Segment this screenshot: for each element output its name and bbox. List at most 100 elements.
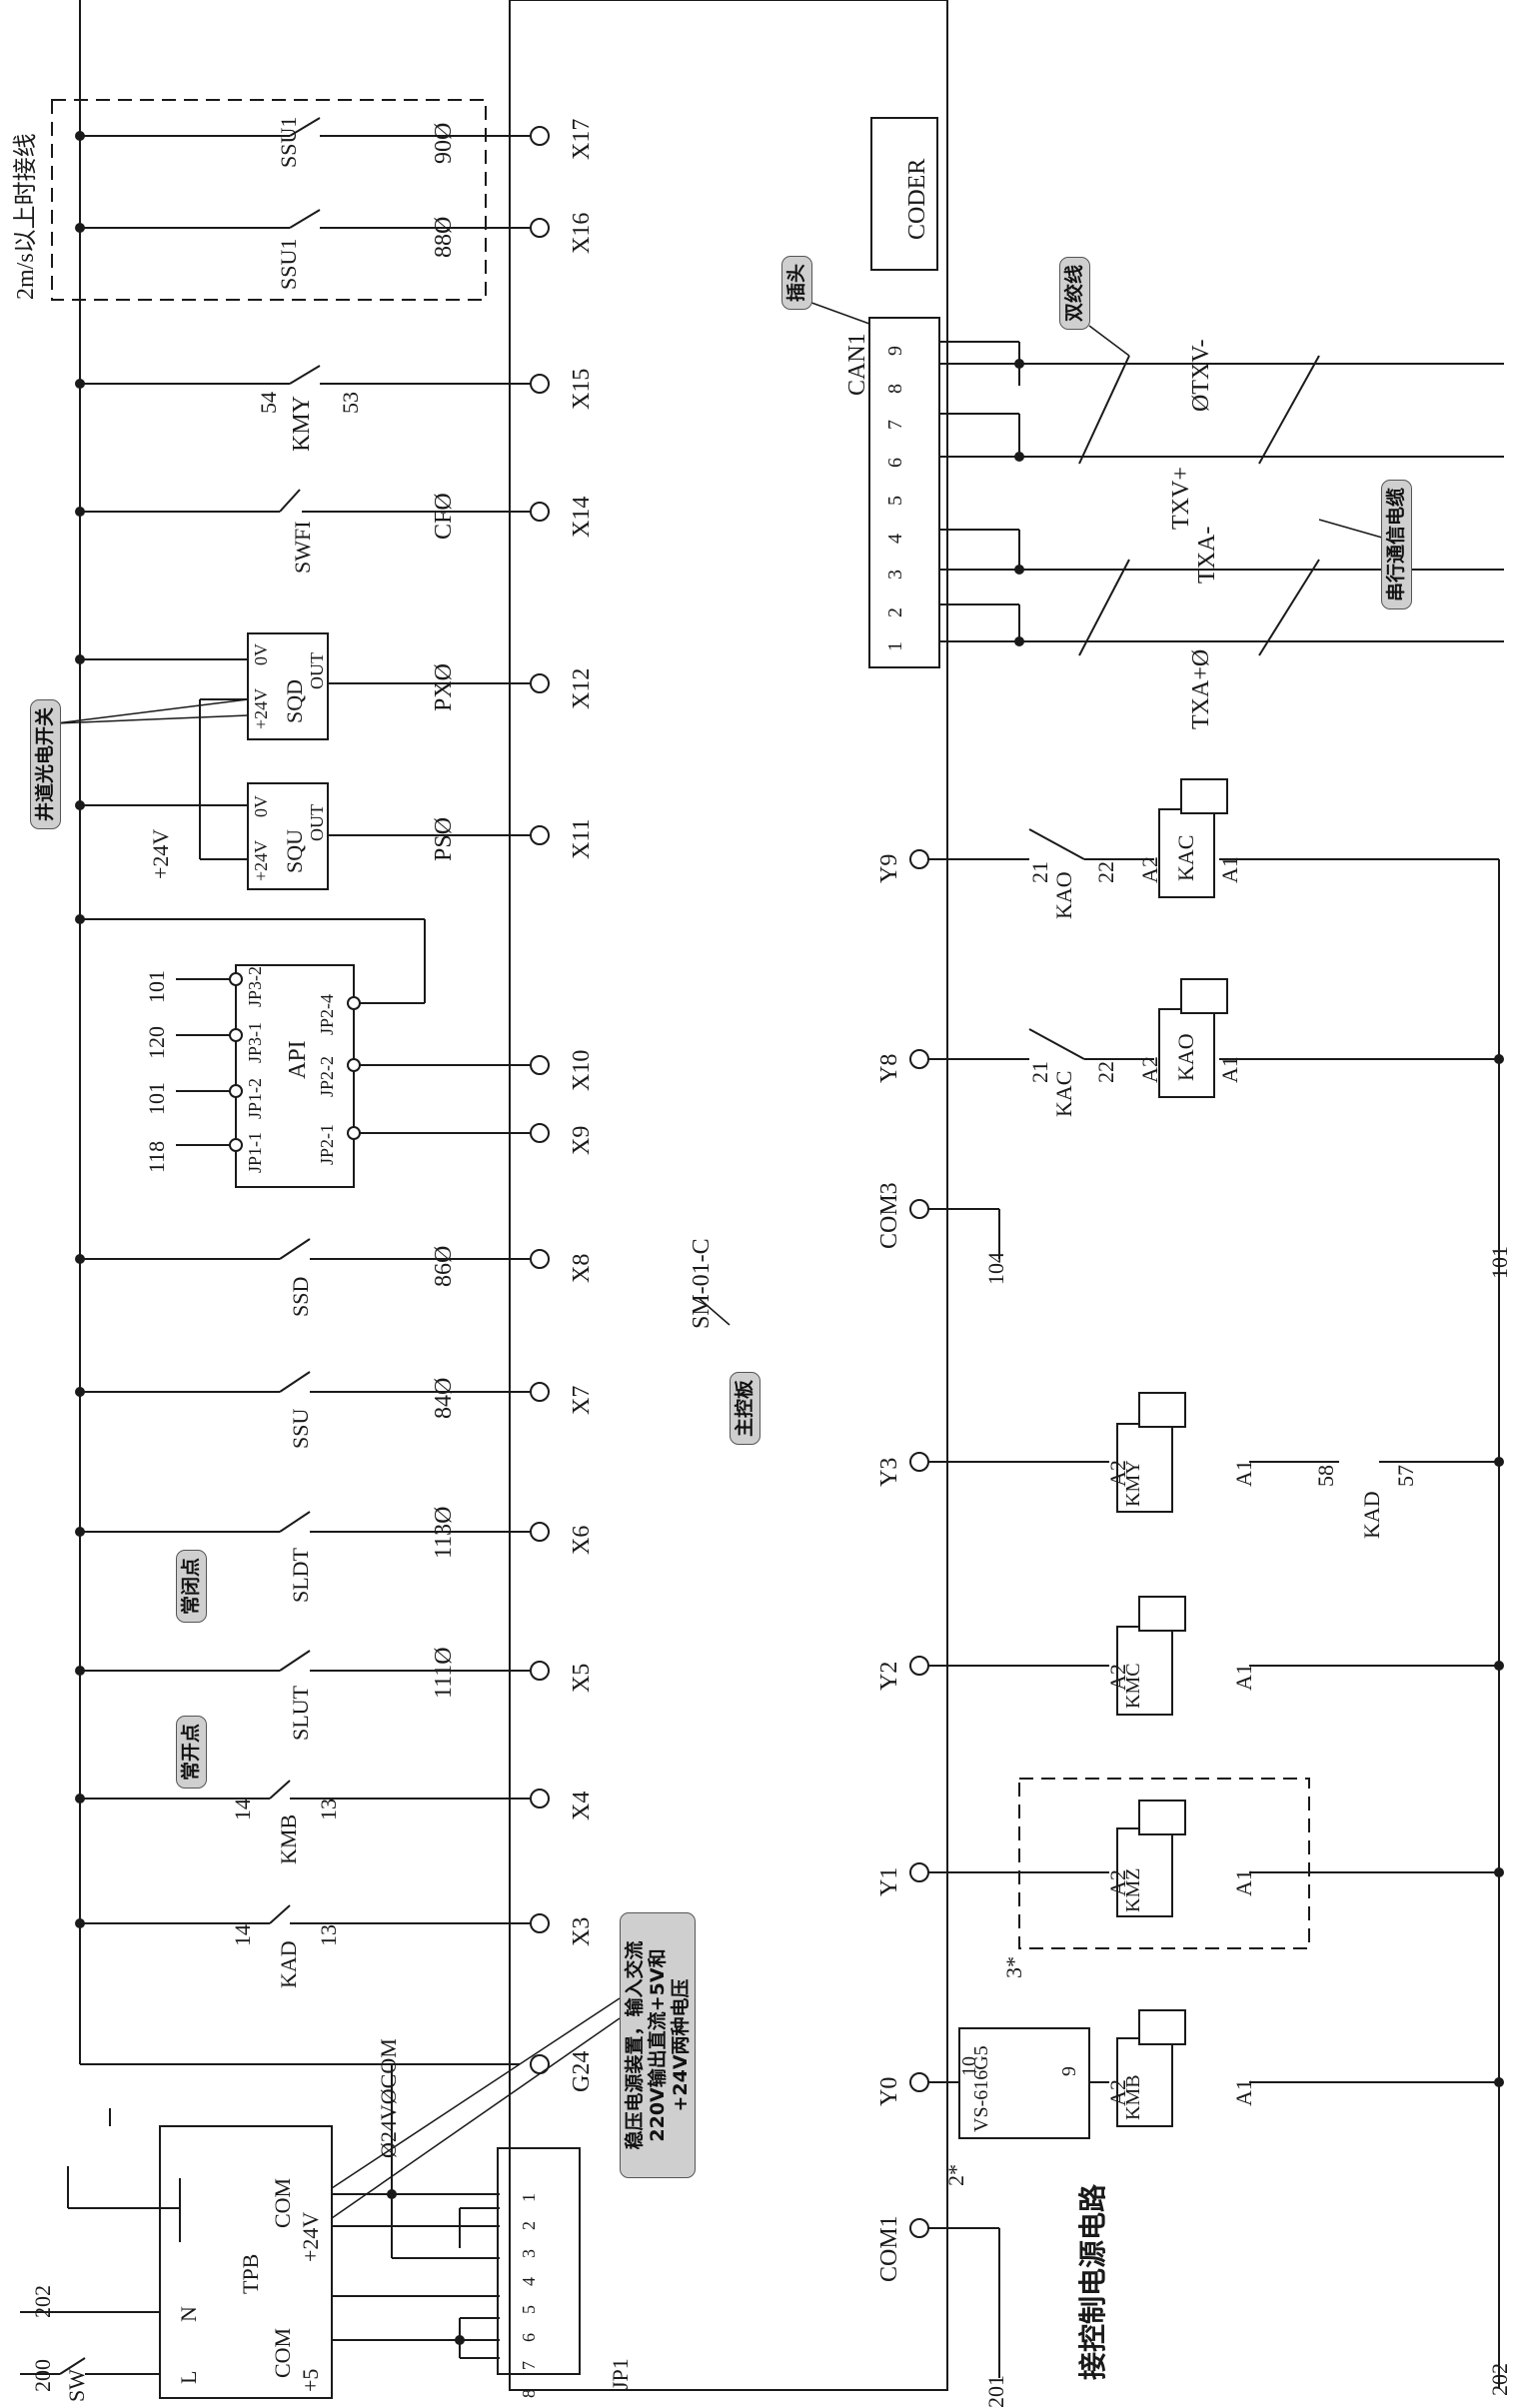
board-model: SM-01-C xyxy=(689,1238,715,1329)
api-pin-jp3-2: JP3-2 xyxy=(245,965,265,1007)
wire-cf: CFØ xyxy=(431,493,457,540)
kmb-pin-a1: A1 xyxy=(1231,2079,1256,2106)
terminal-x12: X12 xyxy=(569,667,595,709)
kmb-pin-a2: A2 xyxy=(1105,2079,1130,2106)
jp1-pin: 6 xyxy=(519,2333,539,2342)
tpb-pin-com-b: COM xyxy=(270,2327,295,2378)
can-pin: 2 xyxy=(884,607,906,617)
terminal-x7: X7 xyxy=(569,1385,595,1415)
jp1-pin: 2 xyxy=(519,2221,539,2230)
note-twisted-pair: 双绞线 xyxy=(1059,256,1090,330)
terminal-x5: X5 xyxy=(569,1663,595,1693)
jp1-pin: 1 xyxy=(519,2193,539,2202)
tpb-pin-n: N xyxy=(176,2306,201,2322)
coder-label: CODER xyxy=(904,158,930,240)
kac-pin-a1: A1 xyxy=(1217,856,1242,883)
diagram-title: 接控制电源电路 xyxy=(1076,2183,1109,2380)
wire-201: 201 xyxy=(983,2375,1008,2408)
wire-14b: 14 xyxy=(230,1924,255,1946)
terminal-y2: Y2 xyxy=(876,1661,902,1691)
terminal-y0: Y0 xyxy=(876,2076,902,2106)
wire-111: 111Ø xyxy=(431,1647,457,1699)
device-swfi: SWFI xyxy=(290,521,315,574)
terminal-x9: X9 xyxy=(569,1125,595,1155)
device-ssu: SSU xyxy=(288,1408,313,1449)
can-pin: 3 xyxy=(884,570,906,580)
terminal-y3: Y3 xyxy=(876,1457,902,1487)
jp1-pin: 5 xyxy=(519,2305,539,2314)
kac-pin-21: 21 xyxy=(1027,1061,1052,1083)
device-ssu1-a: SSU1 xyxy=(276,116,301,168)
kac-pin-22: 22 xyxy=(1093,1061,1118,1083)
top-label: 2m/s以上时接线 xyxy=(13,133,39,300)
wire-113: 113Ø xyxy=(431,1506,457,1559)
jp1-pin: 8 xyxy=(519,2389,539,2398)
jp1-label: JP1 xyxy=(608,2358,633,2390)
wire-px: PXØ xyxy=(431,662,457,711)
kmz-pin-a1: A1 xyxy=(1231,1869,1256,1896)
terminal-x14: X14 xyxy=(569,496,595,538)
can1-connector xyxy=(868,317,940,668)
txv-minus: ØTXV- xyxy=(1188,339,1214,412)
api-wire-118: 118 xyxy=(144,1140,169,1173)
terminal-x17: X17 xyxy=(569,118,595,160)
tpb-pin-24: +24V xyxy=(298,2211,323,2262)
sqd-pin-out: OUT xyxy=(307,652,327,689)
wire-88: 88Ø xyxy=(431,216,457,258)
wire-104: 104 xyxy=(983,1252,1008,1285)
tpb-pin-5: +5 xyxy=(298,2368,323,2392)
terminal-x16: X16 xyxy=(569,212,595,254)
coder-box xyxy=(870,117,938,271)
note-psu: 稳压电源装置，输入交流220V输出直流+5V和+24V两种电压 xyxy=(620,1912,697,2178)
note-no-contact: 常开点 xyxy=(176,1715,207,1789)
kmy-pin-a1: A1 xyxy=(1231,1460,1256,1487)
terminal-g24: G24 xyxy=(569,2050,595,2092)
terminal-y9: Y9 xyxy=(876,853,902,883)
terminal-x8: X8 xyxy=(569,1253,595,1283)
main-board-outline xyxy=(509,0,948,2391)
terminal-y8: Y8 xyxy=(876,1053,902,1083)
api-pin-jp3-1: JP3-1 xyxy=(245,1021,265,1063)
can-pin: 4 xyxy=(884,534,906,544)
device-ssu1-b: SSU1 xyxy=(276,238,301,290)
wire-53: 53 xyxy=(338,392,363,414)
com-24v-label: Ø24VØCOM xyxy=(376,2038,401,2158)
kac-pin-a2: A2 xyxy=(1137,856,1162,883)
kmy-pin-a2: A2 xyxy=(1105,1460,1130,1487)
device-kmb: KMB xyxy=(276,1813,301,1864)
mark-2: 2* xyxy=(943,2164,968,2186)
api-pin-jp1-1: JP1-1 xyxy=(245,1131,265,1173)
kmc-pin-a1: A1 xyxy=(1231,1664,1256,1691)
wire-202-top: 202 xyxy=(30,2285,55,2318)
api-pin-jp1-2: JP1-2 xyxy=(245,1077,265,1119)
txa-plus: TXA+Ø xyxy=(1188,648,1214,729)
can-pin: 9 xyxy=(884,346,906,356)
kao-pin-a2: A2 xyxy=(1137,1056,1162,1083)
vs-pin-9: 9 xyxy=(1058,2066,1080,2076)
can-pin: 7 xyxy=(884,420,906,430)
device-ssd: SSD xyxy=(288,1276,313,1317)
squ-pin-out: OUT xyxy=(307,804,327,841)
kao-pin-21: 21 xyxy=(1027,861,1052,883)
switch-sw: SW xyxy=(64,2369,89,2402)
api-wire-101b: 101 xyxy=(144,970,169,1003)
api-pin-jp2-4: JP2-4 xyxy=(317,993,337,1035)
squ-pin-24: +24V xyxy=(251,839,271,881)
wire-86: 86Ø xyxy=(431,1245,457,1287)
can-pin: 8 xyxy=(884,384,906,394)
note-shaft-switch: 井道光电开关 xyxy=(30,698,61,829)
txa-minus: TXA- xyxy=(1194,526,1220,584)
device-kmy: KMY xyxy=(289,395,315,452)
can-pin: 5 xyxy=(884,496,906,506)
api-wire-101a: 101 xyxy=(144,1082,169,1115)
squ-pin-0v: 0V xyxy=(251,795,271,817)
sqd-pin-0v: 0V xyxy=(251,643,271,665)
terminal-x15: X15 xyxy=(569,368,595,410)
device-squ: SQU xyxy=(282,828,307,873)
api-pin-jp2-2: JP2-2 xyxy=(317,1055,337,1097)
terminal-x6: X6 xyxy=(569,1525,595,1555)
terminal-x11: X11 xyxy=(569,818,595,859)
terminal-x3: X3 xyxy=(569,1916,595,1946)
relay-kao-contact: KAO xyxy=(1051,871,1076,919)
